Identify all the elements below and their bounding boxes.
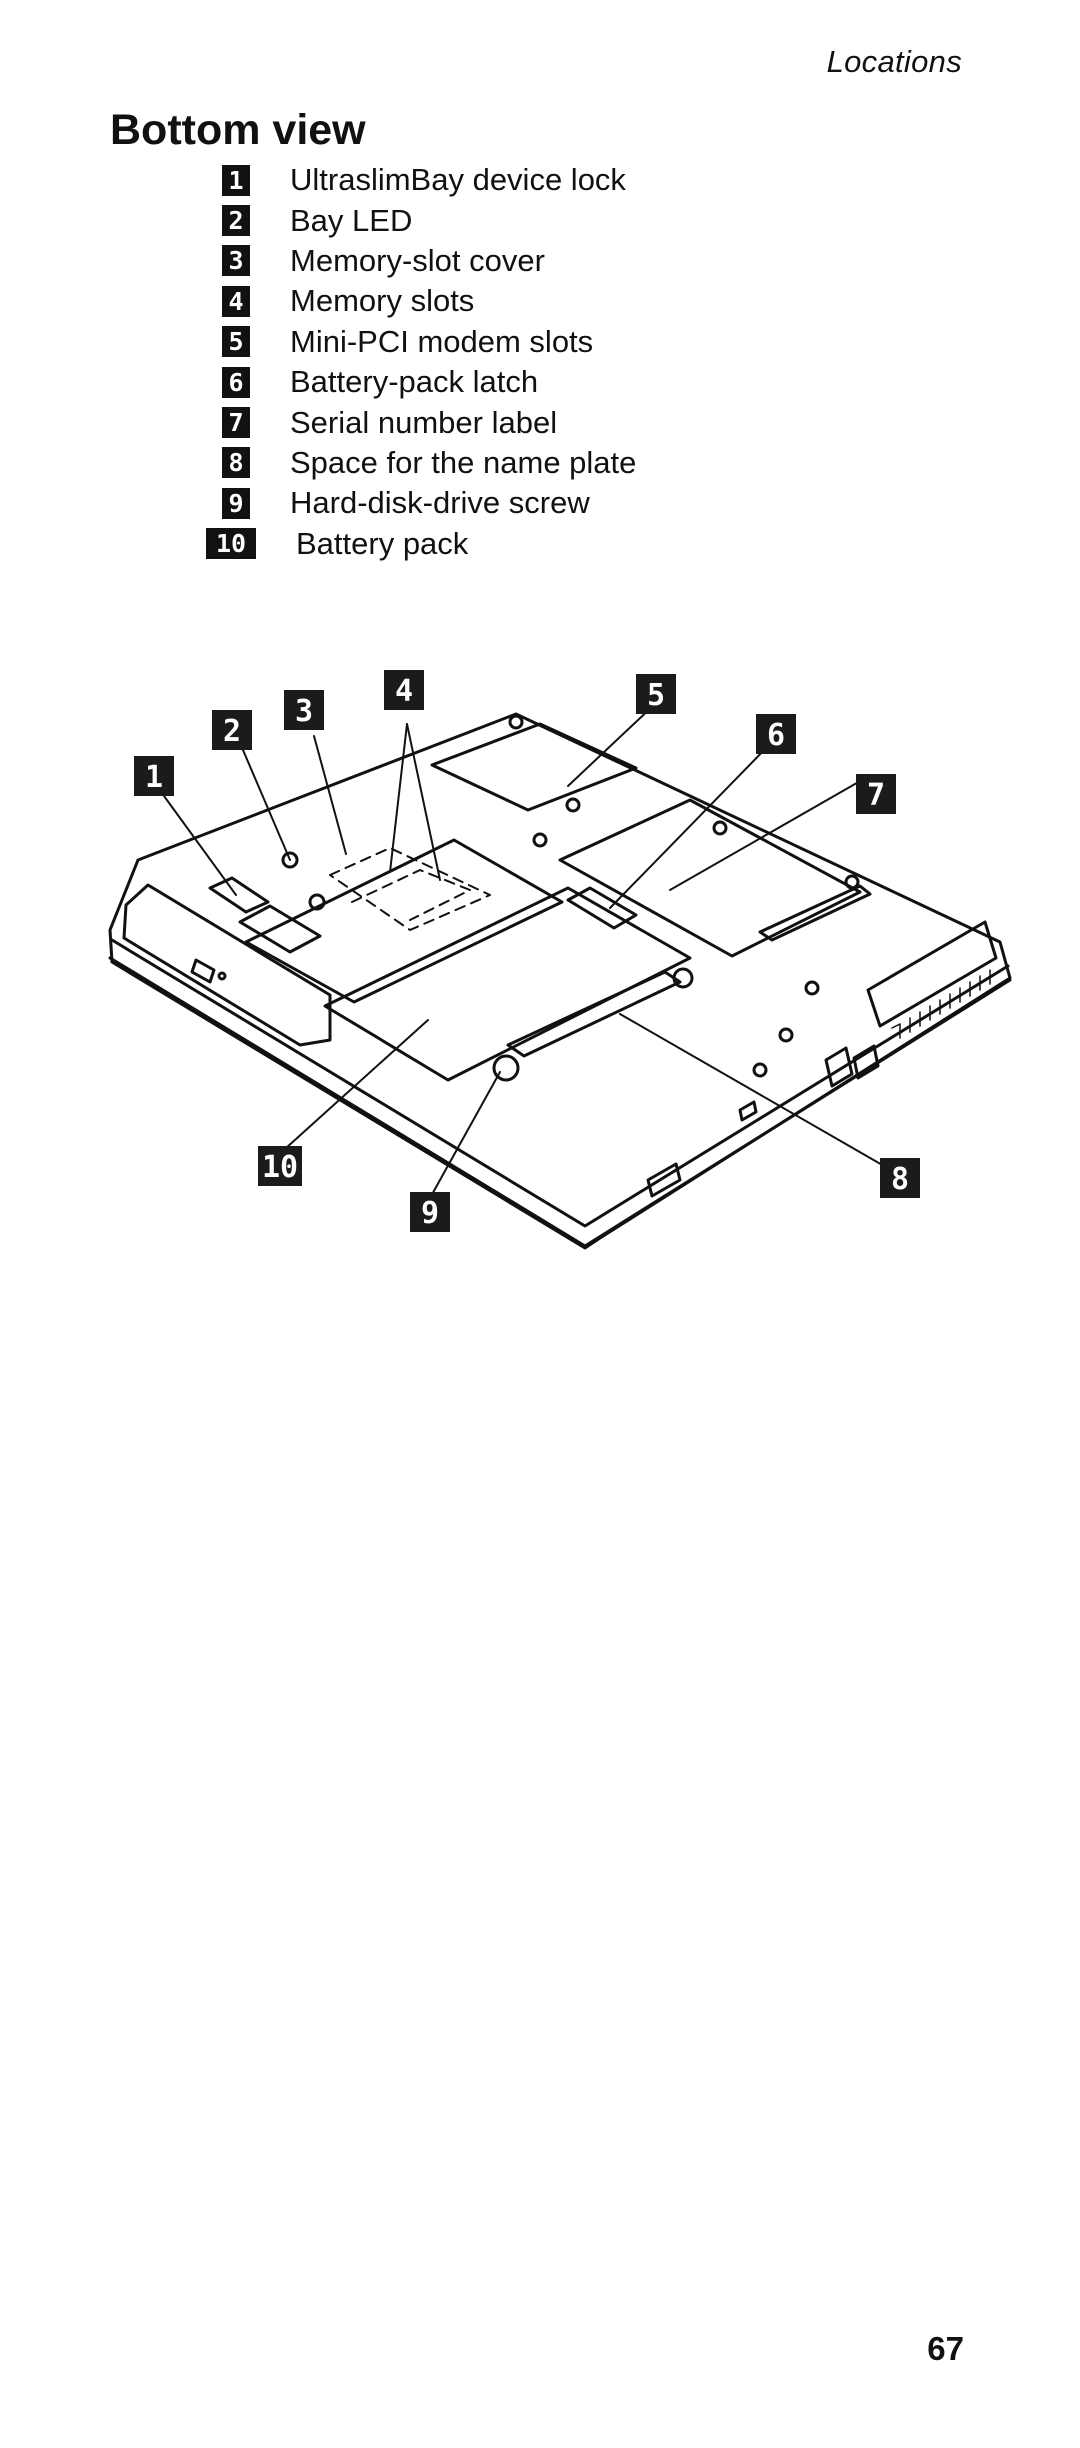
- section-title: Bottom view: [110, 106, 366, 154]
- callout-badge: 2: [222, 205, 250, 237]
- serial-number-area: [558, 798, 862, 958]
- callout-badge: 4: [222, 285, 250, 317]
- legend-label: Memory slots: [290, 283, 475, 319]
- legend-item: 9 Hard-disk-drive screw: [206, 483, 636, 523]
- callout-7: 7: [856, 774, 896, 814]
- legend-item: 10 Battery pack: [206, 524, 636, 564]
- callout-badge: 10: [206, 528, 256, 560]
- callout-9: 9: [410, 1192, 450, 1232]
- svg-text:3: 3: [295, 694, 313, 729]
- svg-text:9: 9: [421, 1196, 439, 1231]
- name-plate-space: [506, 970, 682, 1058]
- pc-card-slot: [866, 920, 998, 1028]
- mini-pci-cover: [430, 722, 638, 812]
- svg-text:1: 1: [145, 760, 163, 795]
- callout-badge: 7: [222, 407, 250, 439]
- callout-badge: 8: [222, 447, 250, 479]
- laptop-lower-edge: [108, 956, 1012, 1248]
- legend-label: Space for the name plate: [290, 444, 637, 480]
- legend-label: Serial number label: [290, 404, 558, 440]
- callout-8: 8: [880, 1158, 920, 1198]
- laptop-bottom-view-diagram: 1 2 3 4 5 6 7 8 9 10: [108, 670, 1012, 1250]
- callout-markers: 1 2 3 4 5 6 7 8 9 10: [134, 670, 920, 1232]
- legend-label: Battery-pack latch: [290, 364, 539, 400]
- bay-led: [281, 851, 299, 869]
- callout-1: 1: [134, 756, 174, 796]
- bay-lock-tab: [238, 904, 322, 954]
- callout-badge: 3: [222, 245, 250, 277]
- callout-10: 10: [258, 1146, 302, 1186]
- svg-text:8: 8: [891, 1162, 909, 1197]
- legend-item: 4 Memory slots: [206, 281, 636, 321]
- ultraslimbay-front: [122, 883, 332, 1047]
- legend-item: 7 Serial number label: [206, 402, 636, 442]
- callout-2: 2: [212, 710, 252, 750]
- legend-label: Battery pack: [296, 525, 469, 561]
- svg-text:2: 2: [223, 714, 241, 749]
- svg-text:10: 10: [262, 1150, 298, 1185]
- callout-6: 6: [756, 714, 796, 754]
- legend-label: UltraslimBay device lock: [290, 162, 626, 198]
- page-number: 67: [927, 2330, 964, 2367]
- svg-text:5: 5: [647, 678, 665, 713]
- hard-disk-drive-screw: [492, 1054, 520, 1082]
- legend-label: Memory-slot cover: [290, 242, 545, 278]
- callout-badge: 1: [222, 164, 250, 196]
- callout-badge: 6: [222, 366, 250, 398]
- serial-number-label: [758, 884, 872, 942]
- callout-3: 3: [284, 690, 324, 730]
- svg-text:4: 4: [395, 674, 413, 709]
- legend-item: 3 Memory-slot cover: [206, 241, 636, 281]
- svg-text:7: 7: [867, 778, 885, 813]
- front-latch: [190, 958, 216, 984]
- legend-item: 8 Space for the name plate: [206, 443, 636, 483]
- side-connector: [824, 1046, 854, 1088]
- callout-5: 5: [636, 674, 676, 714]
- ventilation-grille: [891, 969, 991, 1039]
- legend-label: Bay LED: [290, 202, 413, 238]
- callout-4: 4: [384, 670, 424, 710]
- ultraslimbay-lock: [208, 876, 270, 914]
- memory-slot-cover: [244, 838, 564, 1004]
- running-head: Locations: [826, 44, 962, 79]
- callout-badge: 9: [222, 487, 250, 519]
- legend-label: Mini-PCI modem slots: [290, 323, 594, 359]
- callout-badge: 5: [222, 326, 250, 358]
- battery-latch: [566, 886, 638, 930]
- battery-pack-panel: [323, 886, 692, 1082]
- legend-item: 6 Battery-pack latch: [206, 362, 636, 402]
- legend-label: Hard-disk-drive screw: [290, 485, 590, 521]
- laptop-front-edge: [110, 938, 1010, 1228]
- svg-text:6: 6: [767, 718, 785, 753]
- legend-item: 2 Bay LED: [206, 200, 636, 240]
- front-switch: [646, 1162, 682, 1198]
- memory-slots-dashed: [329, 847, 491, 931]
- legend-item: 1 UltraslimBay device lock: [206, 160, 636, 200]
- legend-item: 5 Mini-PCI modem slots: [206, 322, 636, 362]
